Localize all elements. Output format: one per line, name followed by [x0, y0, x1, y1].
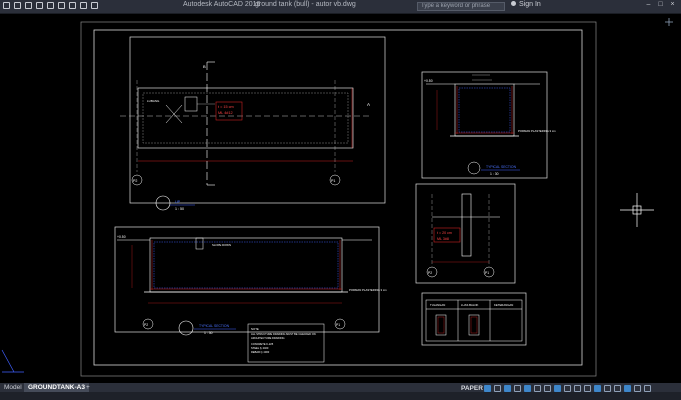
section-b-view: t = 20 cm ML 3#8 P2 P1 [415, 183, 516, 284]
plan-view: t = 15 cm ML 4#12 LUBANG B A P2 P1 UP 1 … [120, 36, 386, 211]
notes-line-1: ALL STRUCTURE DRAWING MUST BE CHECKED ON [251, 332, 316, 336]
undo-icon[interactable] [69, 2, 76, 9]
drawing-border [93, 29, 583, 366]
annotation-monitor-icon[interactable] [574, 385, 581, 392]
open-icon[interactable] [25, 2, 32, 9]
save-as-icon[interactable] [47, 2, 54, 9]
save-icon[interactable] [36, 2, 43, 9]
quick-properties-icon[interactable] [594, 385, 601, 392]
title-bar: Autodesk AutoCAD 2016 ground tank (bull)… [0, 0, 681, 14]
table-header-1: TULANGAN [430, 303, 445, 307]
snap-icon[interactable] [494, 385, 501, 392]
notes-title: NOTE [251, 327, 259, 331]
reinforcement-table: TULANGAN LUAS BALOK KETERANGAN [421, 292, 527, 346]
sign-in-label: Sign In [519, 1, 541, 8]
view-compass[interactable] [665, 18, 673, 26]
wall-note-2: ML 3#8 [437, 237, 449, 241]
long-plaster-note: PORMAN PLASTERING 3 cm [349, 288, 387, 292]
app-title: Autodesk AutoCAD 2016 [183, 1, 261, 8]
notes-line-4: STEEL fy 2400 [251, 346, 269, 350]
hardware-acceleration-icon[interactable] [624, 385, 631, 392]
plan-grid-p1: P1 [331, 179, 335, 183]
slab-note-2: ML 4#12 [218, 111, 233, 115]
status-toolbar [484, 385, 651, 392]
selection-cycling-icon[interactable] [564, 385, 571, 392]
section-a-view: +0.50 PORMAN PLASTERING 3 cm TYPICAL SEC… [421, 71, 556, 179]
add-layout-button[interactable]: + [86, 384, 90, 391]
ucs-icon [1, 349, 24, 373]
grid-icon[interactable] [484, 385, 491, 392]
paper-boundary [80, 21, 597, 377]
wall-note-1: t = 20 cm [437, 231, 452, 235]
crosshair-cursor [620, 193, 654, 227]
table-header-3: KETERANGAN [494, 303, 513, 307]
print-icon[interactable] [58, 2, 65, 9]
drawing-canvas[interactable]: t = 15 cm ML 4#12 LUBANG B A P2 P1 UP 1 … [0, 14, 681, 382]
section-a-level: +0.50 [424, 79, 433, 83]
long-section-view: +0.50 SLOPE DOWN PORMAN PLASTERING 3 cm … [114, 226, 387, 363]
section-a-title: TYPICAL SECTION [486, 165, 517, 169]
customize-icon[interactable] [644, 385, 651, 392]
tab-groundtank-a3[interactable]: GROUNDTANK-A3 [24, 383, 89, 392]
layout-tab-bar: Model GROUNDTANK-A3 + [0, 383, 681, 392]
status-bar [0, 392, 681, 400]
quick-access-toolbar [3, 2, 98, 9]
isolate-objects-icon[interactable] [614, 385, 621, 392]
section-b-label: B [203, 64, 206, 69]
plan-grid-p2: P2 [133, 179, 137, 183]
document-title: ground tank (bull) - autor vb.dwg [255, 1, 356, 8]
slope-note: SLOPE DOWN [212, 243, 231, 247]
polar-icon[interactable] [514, 385, 521, 392]
notes-line-2: ARCHITECTURE DRAWING [251, 336, 284, 340]
osnap-icon[interactable] [524, 385, 531, 392]
plaster-note: PORMAN PLASTERING 3 cm [518, 129, 556, 133]
search-input[interactable]: Type a keyword or phrase [417, 2, 505, 11]
clean-screen-icon[interactable] [634, 385, 641, 392]
slab-note-1: t = 15 cm [218, 105, 234, 109]
long-section-scale: 1 : 30 [204, 331, 213, 335]
long-section-level: +0.50 [117, 235, 126, 239]
workspace-switch-icon[interactable] [604, 385, 611, 392]
minimize-button[interactable]: – [646, 1, 651, 8]
redo-icon[interactable] [80, 2, 87, 9]
section-a-scale: 1 : 30 [490, 172, 499, 176]
long-grid-p1: P1 [336, 323, 340, 327]
otrack-icon[interactable] [534, 385, 541, 392]
long-grid-p2: P2 [144, 323, 148, 327]
units-icon[interactable] [584, 385, 591, 392]
tab-model[interactable]: Model [4, 384, 22, 391]
app-menu-icon[interactable] [3, 2, 10, 9]
plan-title: UP [175, 200, 181, 204]
paper-space-toggle[interactable]: PAPER [461, 385, 483, 392]
notes-line-3: CONCRETE K-225 [251, 342, 274, 346]
window-controls: – □ × [644, 1, 677, 8]
sign-in-button[interactable]: Sign In [511, 1, 541, 8]
workspace-icon[interactable] [91, 2, 98, 9]
section-a-label: A [367, 102, 370, 107]
svg-text:LUBANG: LUBANG [147, 99, 160, 103]
notes-line-5: REBAR fy 4000 [251, 350, 270, 354]
section-b-grid-p2: P2 [428, 271, 432, 275]
long-section-title: TYPICAL SECTION [199, 324, 230, 328]
close-button[interactable]: × [670, 1, 675, 8]
ortho-icon[interactable] [504, 385, 511, 392]
plan-scale: 1 : 50 [175, 207, 184, 211]
maximize-button[interactable]: □ [658, 1, 663, 8]
transparency-icon[interactable] [554, 385, 561, 392]
user-icon [511, 1, 516, 6]
table-header-2: LUAS BALOK [461, 303, 479, 307]
lineweight-icon[interactable] [544, 385, 551, 392]
new-icon[interactable] [14, 2, 21, 9]
section-b-grid-p1: P1 [485, 271, 489, 275]
